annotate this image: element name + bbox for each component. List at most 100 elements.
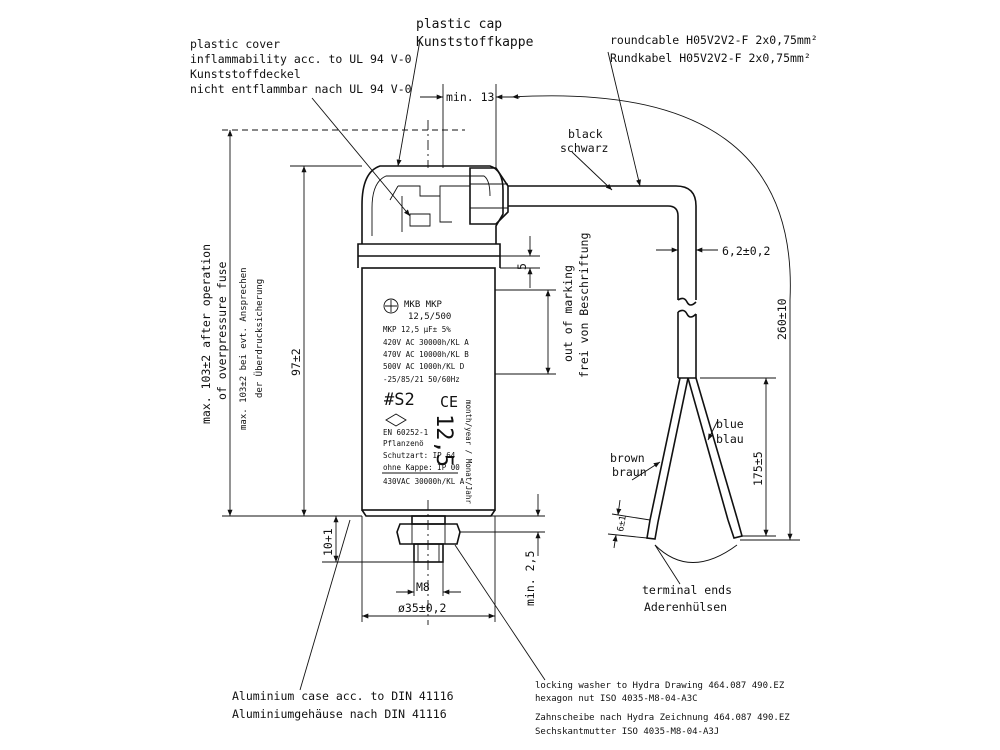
cable-en: roundcable H05V2V2-F 2x0,75mm² (610, 33, 818, 47)
label-terminal-ends: terminal ends Aderenhülsen (642, 583, 732, 614)
vde-mark-icon (385, 413, 407, 427)
dim-62-label: 6,2±0,2 (722, 244, 770, 258)
capacitor-body (357, 120, 509, 625)
terminal-ends-en: terminal ends (642, 583, 732, 597)
dim-260-label: 260±10 (775, 298, 789, 340)
dim-m8-label: M8 (416, 580, 430, 594)
dim-10: 10+1 (321, 516, 414, 563)
brown-de: braun (612, 465, 647, 479)
aluminium-en: Aluminium case acc. to DIN 41116 (232, 689, 454, 703)
leader-lines (299, 39, 738, 691)
max103-en-1: max. 103±2 after operation (199, 244, 213, 424)
blue-de: blau (716, 432, 744, 446)
out-of-marking-bracket (495, 289, 556, 375)
label-plastic-cap: plastic cap Kunststoffkappe (416, 17, 534, 50)
leader-aluminium (299, 519, 351, 691)
black-en: black (568, 127, 603, 141)
can-bottom-bead (361, 509, 496, 517)
round-cable (508, 185, 697, 379)
dim-260: 260±10 (511, 94, 800, 541)
plate-std-1: EN 60252-1 (383, 428, 428, 437)
cover-inner (371, 175, 491, 236)
dim-d35: ø35±0,2 (361, 516, 496, 622)
plate-std-3: Schutzart: IP 64 (383, 451, 456, 460)
blue-wire-inner (687, 377, 729, 521)
leader-blue (707, 419, 719, 441)
brand-logo-icon (383, 298, 399, 314)
plate-brand: MKB MKP (404, 300, 443, 310)
label-brown: brown braun (610, 451, 647, 479)
label-aluminium: Aluminium case acc. to DIN 41116 Alumini… (232, 689, 454, 721)
cable-de: Rundkabel H05V2V2-F 2x0,75mm² (610, 51, 811, 65)
plate-std-4: ohne Kappe: IP 00 (383, 463, 460, 472)
dim-5-label: 5 (515, 263, 529, 270)
out-of-marking-de: frei von Beschriftung (577, 233, 591, 378)
cable-outer-bottom (508, 205, 679, 300)
dim-175: 175±5 (700, 377, 776, 537)
plastic-cap-de: Kunststoffkappe (416, 35, 534, 50)
washer-en-2: hexagon nut ISO 4035-M8-04-A3C (535, 694, 698, 704)
wires (646, 377, 743, 540)
label-plastic-cover: plastic cover inflammability acc. to UL … (190, 37, 412, 96)
max103-de-1: max. 103±2 bei evt. Ansprechen (239, 267, 249, 430)
leader-terminal-ends (654, 544, 681, 585)
mounting-stud (396, 515, 461, 563)
blue-ferrule (727, 517, 743, 539)
brown-wire-inner (657, 377, 689, 523)
plate-line-1: MKP 12,5 µF± 5% (383, 325, 451, 334)
dim-103 (222, 129, 465, 517)
plastic-cover-de-1: Kunststoffdeckel (190, 67, 301, 81)
label-plate: MKB MKP 12,5/500 MKP 12,5 µF± 5% 420V AC… (382, 298, 473, 504)
leader-brown (631, 461, 661, 481)
leader-plastic-cover (311, 97, 411, 217)
plate-code: #S2 (384, 390, 415, 410)
aluminium-de: Aluminiumgehäuse nach DIN 41116 (232, 707, 447, 721)
out-of-marking-en: out of marking (561, 265, 575, 362)
label-black: black schwarz (560, 127, 608, 155)
cable-outer-top (508, 185, 697, 300)
internal-terminal (389, 185, 470, 232)
label-out-of-marking: out of marking frei von Beschriftung (561, 233, 591, 378)
leader-black (571, 151, 613, 191)
blue-en: blue (716, 417, 744, 431)
plastic-cover-en-2: inflammability acc. to UL 94 V-0 (190, 52, 412, 66)
plate-line-2: 420V AC 30000h/KL A (383, 338, 469, 347)
leader-cable (607, 51, 641, 187)
plate-line-4: 500V AC 1000h/KL D (383, 362, 465, 371)
max103-de-2: der Überdrucksicherung (254, 279, 265, 398)
dim-min13-label: min. 13 (446, 90, 495, 104)
dim-min25-label: min. 2,5 (523, 551, 537, 606)
plate-line-5: -25/85/21 50/60Hz (383, 375, 460, 384)
washer-de-2: Sechskantmutter ISO 4035-M8-04-A3J (535, 727, 719, 737)
dim-175-label: 175±5 (751, 451, 765, 486)
label-blue: blue blau (716, 417, 744, 446)
dim-5: 5 (500, 236, 540, 288)
brown-wire-outer (649, 377, 681, 521)
dim-10-label: 10+1 (321, 528, 335, 556)
plastic-cover-de-2: nicht entflammbar nach UL 94 V-0 (190, 82, 412, 96)
aluminium-can (361, 267, 496, 511)
washer-en-1: locking washer to Hydra Drawing 464.087 … (535, 681, 785, 691)
leader-plastic-cap (396, 39, 421, 167)
dim-m8: M8 (396, 562, 461, 596)
brown-ferrule (646, 519, 659, 540)
dim-62: 6,2±0,2 (656, 244, 770, 258)
plate-date: month/year / Monat/Jahr (464, 400, 473, 504)
plate-std-5: 430VAC 30000h/KL A (383, 477, 465, 486)
dim-97: 97±2 (289, 165, 362, 517)
plate-big-value: 12,5 (431, 414, 456, 467)
cable-break-bottom (677, 309, 697, 318)
label-cable: roundcable H05V2V2-F 2x0,75mm² Rundkabel… (610, 33, 818, 65)
dim-97-label: 97±2 (289, 348, 303, 376)
black-de: schwarz (560, 141, 608, 155)
label-washer: locking washer to Hydra Drawing 464.087 … (535, 681, 790, 737)
terminal-ends-de: Aderenhülsen (644, 600, 727, 614)
plastic-cover-en-1: plastic cover (190, 37, 280, 51)
label-max-103: max. 103±2 after operation of overpressu… (199, 244, 265, 430)
plate-std-2: Pflanzenö (383, 439, 424, 448)
brown-en: brown (610, 451, 645, 465)
dim-d35-label: ø35±0,2 (398, 601, 446, 615)
plastic-cover (361, 165, 504, 244)
blue-wire-outer (695, 377, 738, 519)
